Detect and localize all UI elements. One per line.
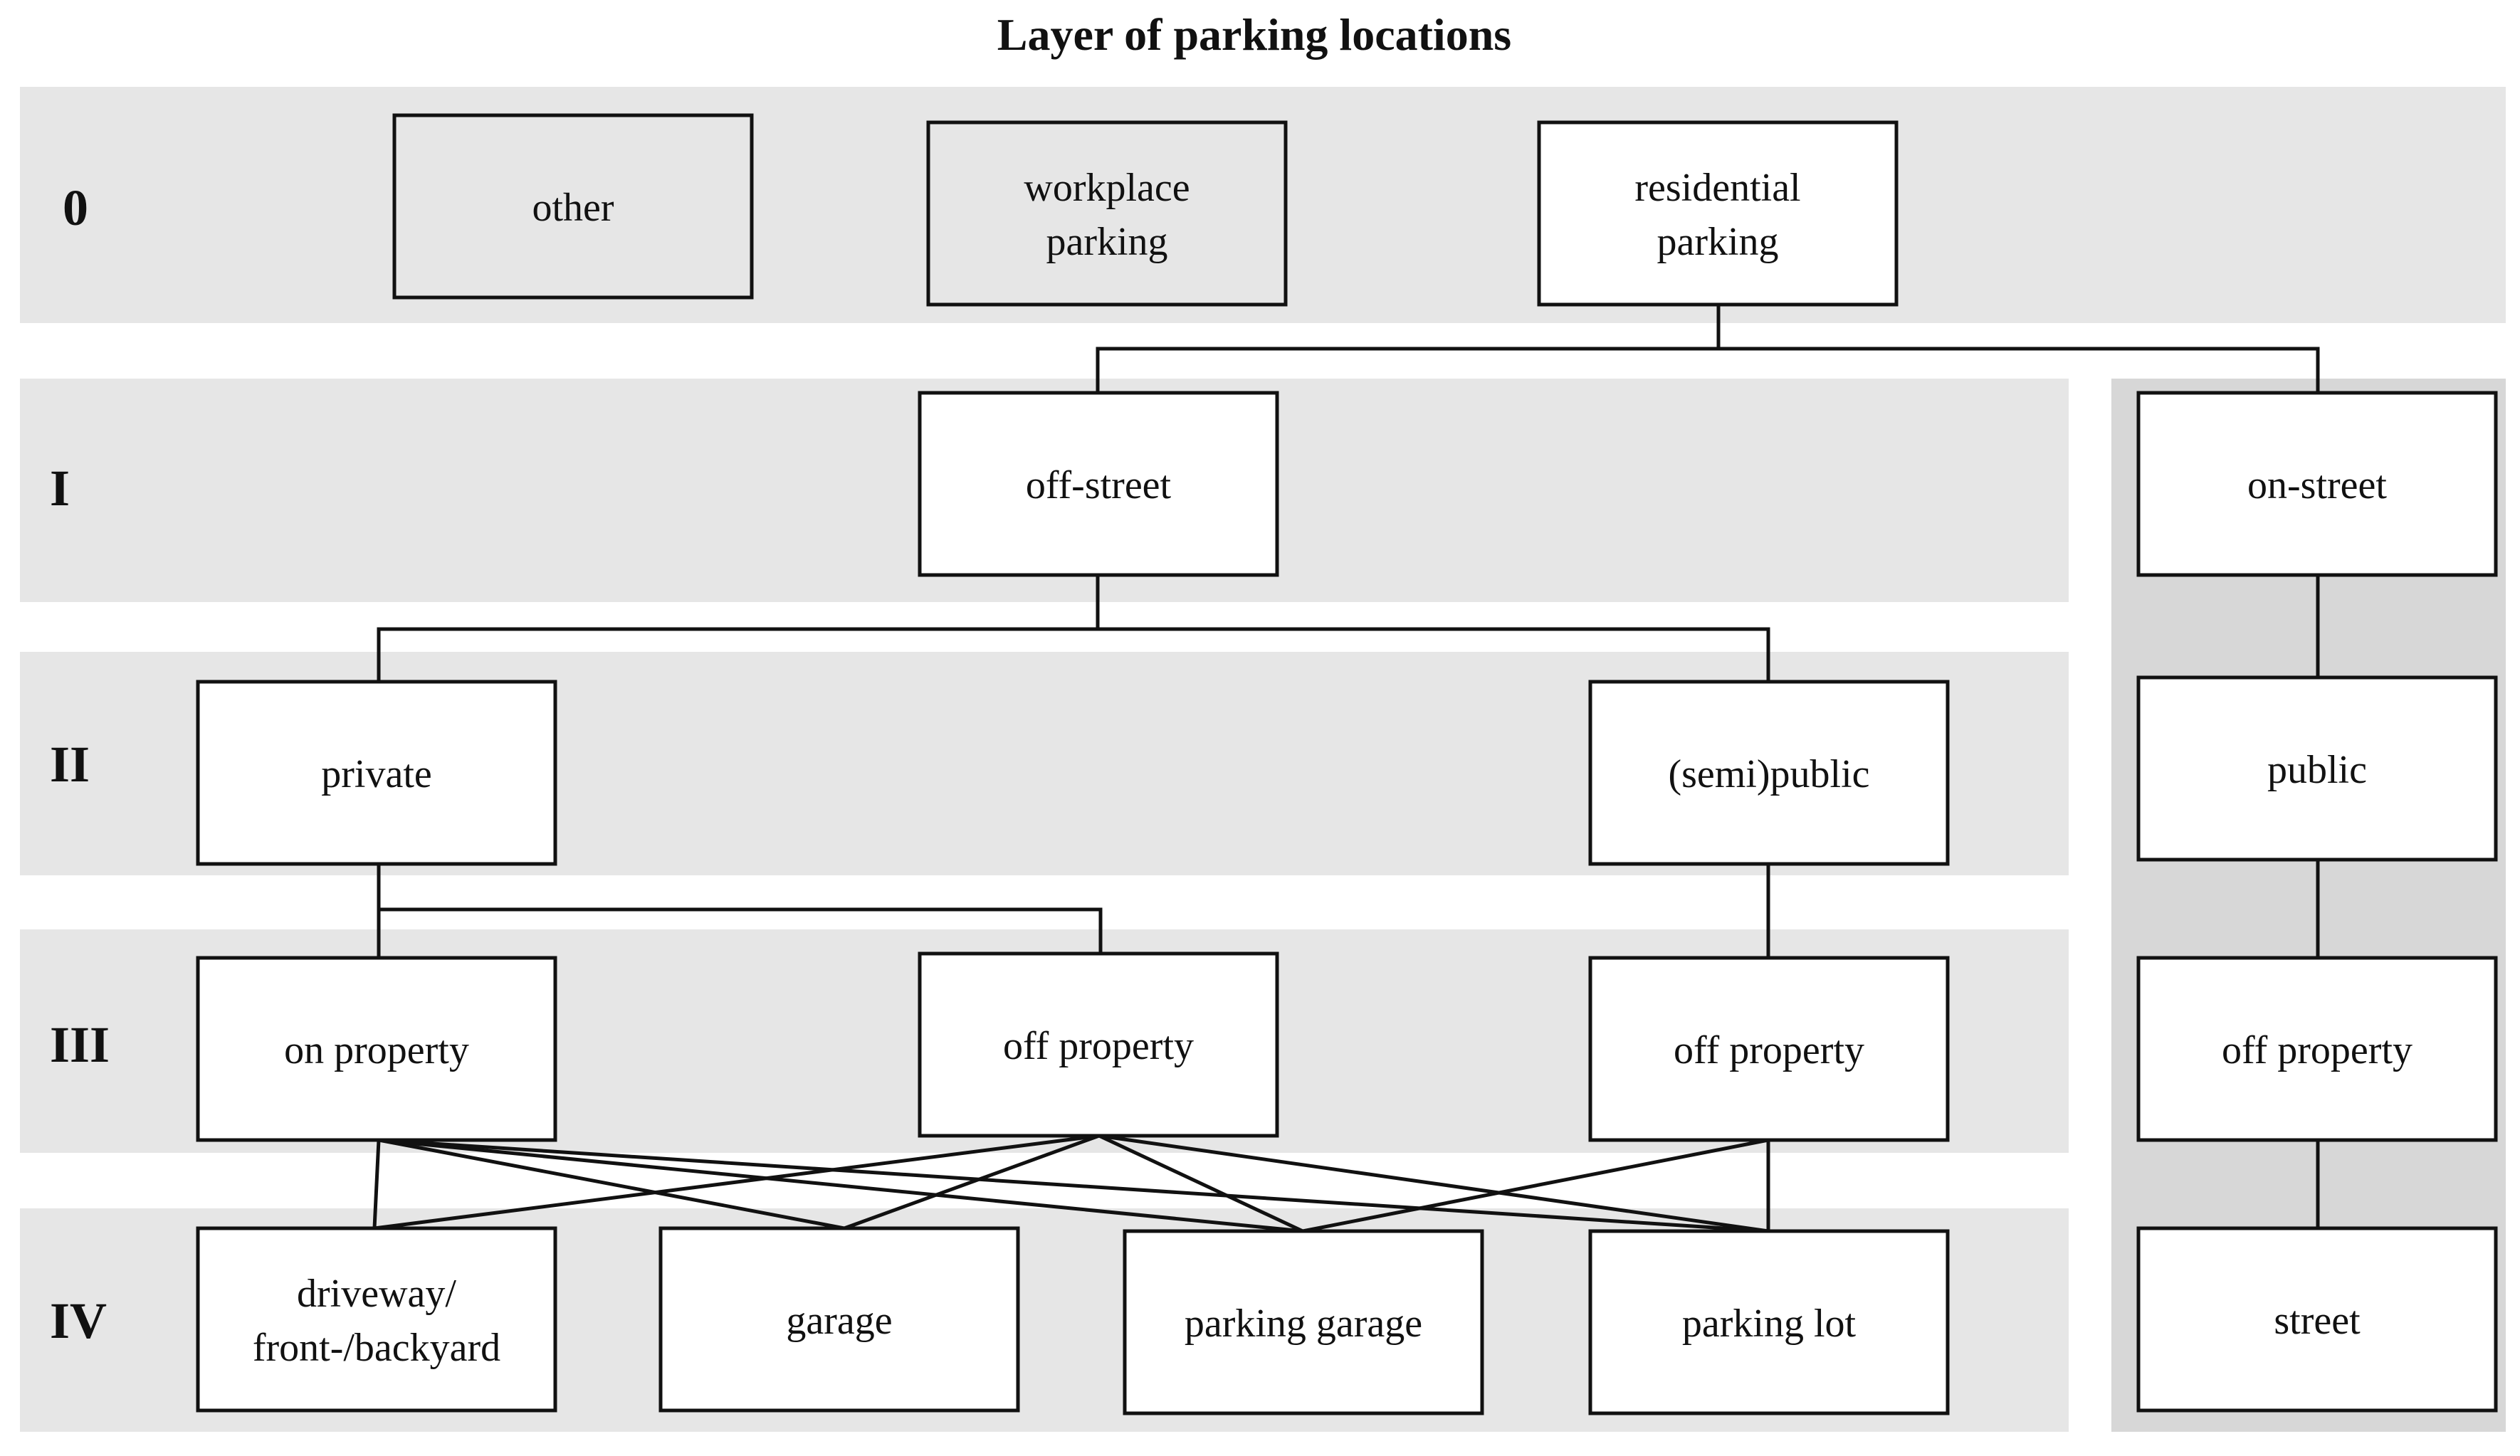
edge-off-street-to-semipublic (1098, 627, 1770, 682)
diagram-title: Layer of parking locations (997, 9, 1511, 60)
node-driveway: driveway/front-/backyard (196, 1226, 557, 1413)
edge-on-property-to-garage (378, 1138, 845, 1230)
edge-off-property-1-to-parking-lot (1098, 1134, 1769, 1233)
layer-label-0: 0 (63, 179, 88, 236)
node-box (2136, 675, 2498, 862)
layer-label-iv: IV (50, 1292, 107, 1349)
node-label: other (532, 186, 614, 230)
node-label: residential (1634, 166, 1800, 210)
edge-off-property-1-to-driveway (374, 1134, 1100, 1230)
node-box (1588, 1229, 1950, 1415)
edge-residential-to-on-street (1718, 347, 2320, 393)
node-box (2136, 391, 2498, 577)
layer-label-i: I (50, 460, 70, 517)
node-label: garage (786, 1299, 892, 1343)
node-on-street: on-street (2136, 391, 2498, 577)
layer-labels: 0 I II III IV (50, 179, 110, 1349)
node-street: street (2136, 1226, 2498, 1413)
edge-off-street-to-private (377, 575, 1100, 682)
edge-off-property-1-to-garage (844, 1134, 1100, 1230)
node-box (2136, 1226, 2498, 1413)
node-box (1537, 120, 1899, 307)
node-label: parking (1657, 220, 1778, 264)
node-off-property-2: off property (1588, 956, 1950, 1142)
node-label: private (321, 752, 431, 796)
node-box (196, 1226, 557, 1413)
node-off-property-3: off property (2136, 956, 2498, 1142)
node-label: (semi)public (1668, 752, 1869, 796)
node-box (1123, 1229, 1484, 1415)
node-label: parking lot (1682, 1302, 1857, 1346)
edge-private-to-off-property-1 (379, 907, 1103, 954)
node-label: workplace (1024, 166, 1190, 210)
node-residential: residential parking (1537, 120, 1899, 307)
node-garage: garage (658, 1226, 1020, 1413)
node-label: driveway/ (297, 1272, 456, 1316)
edge-off-property-1-to-parking-garage (1098, 1134, 1304, 1233)
node-label: off-street (1026, 463, 1172, 507)
node-box (196, 956, 557, 1142)
node-label: street (2274, 1299, 2361, 1343)
edge-on-property-to-parking-lot (378, 1138, 1769, 1233)
node-off-street: off-street (918, 391, 1279, 577)
node-on-property: on property (196, 956, 557, 1142)
diagram-edges (372, 305, 2320, 1233)
node-off-property-1: off property (918, 951, 1279, 1138)
edge-on-property-to-parking-garage (378, 1138, 1303, 1233)
layer-label-ii: II (50, 736, 90, 793)
node-label: on property (284, 1028, 469, 1072)
node-parking-lot: parking lot (1588, 1229, 1950, 1415)
node-box (918, 391, 1279, 577)
node-box (658, 1226, 1020, 1413)
node-box (926, 120, 1288, 307)
node-label: parking (1046, 220, 1167, 264)
node-public: public (2136, 675, 2498, 862)
node-parking-garage: parking garage (1123, 1229, 1484, 1415)
node-label: off property (1674, 1028, 1864, 1072)
node-box (392, 113, 754, 300)
node-box (196, 680, 557, 866)
node-workplace: workplace parking (926, 120, 1288, 307)
edge-off-property-2-to-parking-garage (1302, 1138, 1769, 1233)
node-box (1588, 680, 1950, 866)
node-label: public (2267, 748, 2367, 792)
node-label: off property (1003, 1024, 1194, 1068)
edge-on-property-to-driveway (372, 1139, 381, 1229)
node-box (2136, 956, 2498, 1142)
diagram-nodes: other workplace parking residential parking o… (196, 113, 2498, 1415)
node-private: private (196, 680, 557, 866)
node-box (918, 951, 1279, 1138)
edge-residential-to-off-street (1096, 305, 1721, 393)
node-label: off property (2222, 1028, 2413, 1072)
node-box (1588, 956, 1950, 1142)
node-other: other (392, 113, 754, 300)
node-label: on-street (2247, 463, 2387, 507)
layer-label-iii: III (50, 1016, 110, 1073)
node-label: front-/backyard (253, 1326, 500, 1370)
node-semipublic: (semi)public (1588, 680, 1950, 866)
node-label: parking garage (1185, 1302, 1422, 1346)
